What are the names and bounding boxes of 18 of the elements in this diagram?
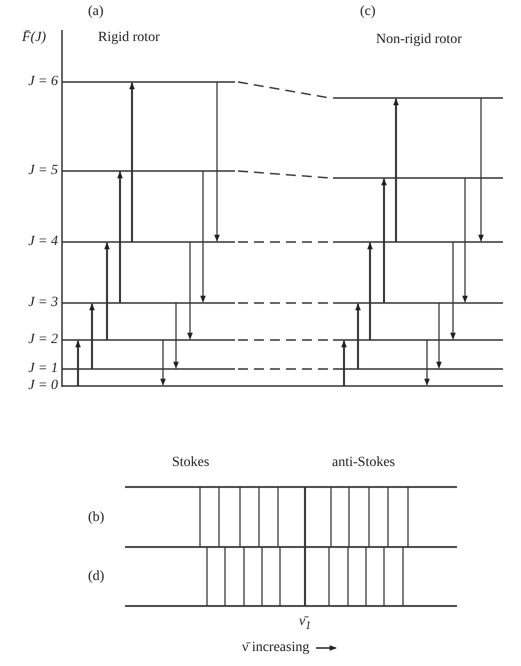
level-label: J = 2 bbox=[28, 332, 58, 348]
panel-letter: (d) bbox=[88, 569, 104, 585]
level-label: J = 6 bbox=[28, 74, 58, 90]
frequency-label: ν̄$_{1}$ bbox=[299, 614, 312, 634]
level-label: J = 3 bbox=[28, 295, 58, 311]
panel-title: Rigid rotor bbox=[98, 30, 160, 46]
level-label: J = 0 bbox=[28, 378, 58, 394]
panel-letter: (c) bbox=[360, 4, 376, 20]
level-label: J = 1 bbox=[28, 361, 58, 377]
panel-title: Non-rigid rotor bbox=[376, 32, 462, 48]
level-label: J = 5 bbox=[28, 163, 58, 179]
spectrum-label: anti-Stokes bbox=[332, 455, 395, 471]
panel-letter: (a) bbox=[88, 4, 104, 20]
level-label: J = 4 bbox=[28, 234, 58, 250]
spectrum-label: Stokes bbox=[172, 455, 210, 471]
axis-label: ν̄ increasing bbox=[242, 640, 310, 656]
panel-letter: (b) bbox=[88, 510, 104, 526]
axis-label: F̄(J) bbox=[22, 30, 46, 46]
